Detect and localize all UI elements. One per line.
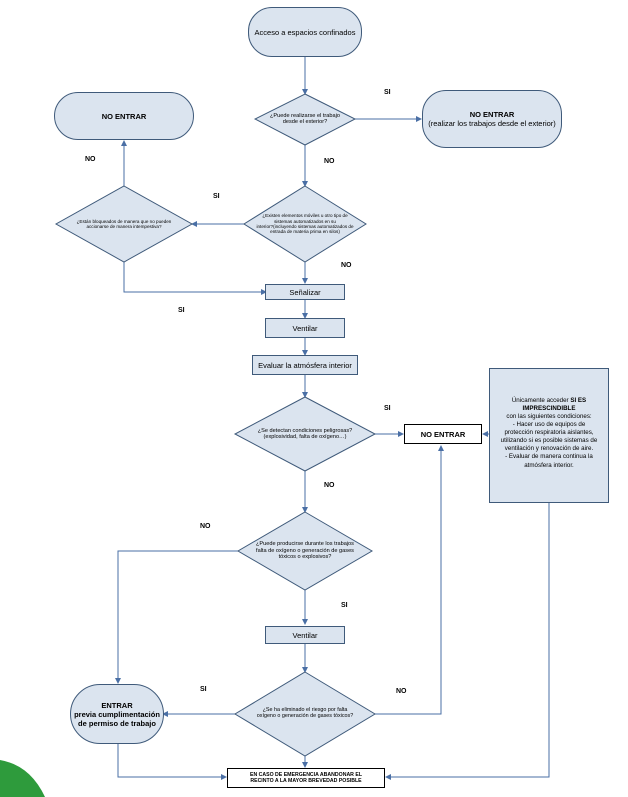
note-line-1: con las siguientes condiciones:	[506, 413, 592, 421]
entrar-line-2: previa cumplimentación	[74, 709, 160, 719]
edge-entrar-emergencia	[117, 744, 227, 780]
edge-label-si-4: SI	[384, 405, 391, 412]
decision-6-line-1: ¿Se ha eliminado el riesgo por falta	[262, 706, 348, 713]
entrar-line-3: de permiso de trabajo	[78, 718, 156, 728]
note-intro-bold: SI ES	[570, 397, 587, 404]
decision-5-line-2: falta de oxígeno o generación de gases	[256, 547, 354, 554]
edge-label-no-1: NO	[324, 158, 335, 165]
decision-6-line-2: oxígeno o generación de gases tóxicos?	[256, 713, 354, 719]
decision-diamond-2	[243, 185, 367, 263]
decision-1-text: ¿Puede realizarse el trabajo desde el ex…	[262, 108, 348, 130]
note-intro-bold-2: IMPRESCINDIBLE	[522, 405, 576, 413]
edge-label-no-3: NO	[341, 262, 352, 269]
senalizar-box: Señalizar	[265, 284, 345, 300]
decision-3-line-1: ¿Están bloqueados de manera que no puede…	[76, 218, 172, 224]
note-line-6: - Evaluar de manera continua la	[505, 453, 593, 461]
edge-label-no-5: NO	[200, 523, 211, 530]
decision-5-line-1: ¿Puede producirse durante los trabajos	[256, 541, 354, 548]
decision-diamond-4	[233, 396, 377, 472]
note-intro: Únicamente acceder SI ES	[512, 397, 586, 405]
start-terminator: Acceso a espacios confinados	[248, 7, 362, 57]
entrar-terminator: ENTRAR previa cumplimentación de permiso…	[70, 684, 164, 744]
edge-label-si-5: SI	[341, 602, 348, 609]
decision-5-text: ¿Puede producirse durante los trabajos f…	[248, 535, 362, 567]
corner-decoration	[0, 760, 45, 797]
decision-2-line-2: sistemas automatizados en su	[274, 218, 336, 224]
edge-label-si-6: SI	[200, 686, 207, 693]
evaluar-box: Evaluar la atmósfera interior	[252, 355, 358, 375]
note-line-4: utilizando si es posible sistemas de	[500, 437, 598, 445]
decision-diamond-5	[237, 511, 373, 591]
no-entrar-left-terminator: NO ENTRAR	[54, 92, 194, 140]
note-line-5: ventilación y renovación de aire.	[504, 445, 594, 453]
decision-2-text: ¿Existen elementos móviles u otro tipo d…	[249, 207, 361, 241]
decision-3-text: ¿Están bloqueados de manera que no puede…	[60, 213, 188, 235]
decision-1-line-1: ¿Puede realizarse el trabajo	[270, 112, 340, 119]
note-line-3: protección respiratoria aislantes,	[504, 429, 594, 437]
condiciones-note: Únicamente acceder SI ES IMPRESCINDIBLE …	[489, 368, 609, 503]
start-label: Acceso a espacios confinados	[254, 27, 356, 37]
decision-2-line-4: entrada de materia prima en silos)	[270, 229, 340, 235]
emergencia-line-1: EN CASO DE EMERGENCIA ABANDONAR EL	[249, 771, 363, 778]
no-entrar-mid-label: NO ENTRAR	[420, 429, 466, 439]
edge-d6-noentrar	[375, 445, 444, 715]
no-entrar-right-terminator: NO ENTRAR (realizar los trabajos desde e…	[422, 90, 562, 148]
edge-label-no-2: NO	[85, 156, 96, 163]
no-entrar-mid-box: NO ENTRAR	[404, 424, 482, 444]
edge-d5-entrar	[115, 550, 238, 684]
edge-note-emergencia	[385, 503, 550, 780]
ventilar-label-1: Ventilar	[292, 323, 318, 333]
emergencia-line-2: RECINTO A LA MAYOR BREVEDAD POSIBLE	[250, 778, 362, 784]
decision-diamond-3	[54, 185, 194, 263]
note-line-2: - Hacer uso de equipos de	[512, 421, 586, 429]
edge-label-si-2: SI	[213, 193, 220, 200]
entrar-line-1: ENTRAR	[101, 700, 133, 710]
ventilar-label-2: Ventilar	[292, 630, 318, 640]
edge-label-si-3: SI	[178, 307, 185, 314]
emergencia-box: EN CASO DE EMERGENCIA ABANDONAR EL RECIN…	[227, 768, 385, 788]
decision-4-line-2: (explosividad, falta de oxígeno…)	[263, 434, 347, 440]
edge-label-no-4: NO	[324, 482, 335, 489]
decision-4-text: ¿Se detectan condiciones peligrosas? (ex…	[240, 424, 370, 444]
note-line-7: atmósfera interior.	[524, 461, 574, 469]
decision-1-line-2: desde el exterior?	[282, 119, 328, 125]
ventilar-box-1: Ventilar	[265, 318, 345, 338]
decision-3-line-2: accionarse de manera intempestiva?	[86, 224, 162, 229]
decision-2-line-1: ¿Existen elementos móviles u otro tipo d…	[262, 213, 348, 219]
decision-2-line-3: interior?(incluyendo sistemas automatiza…	[256, 224, 354, 229]
evaluar-label: Evaluar la atmósfera interior	[258, 360, 352, 370]
decision-4-line-1: ¿Se detectan condiciones peligrosas?	[257, 427, 353, 434]
no-entrar-right-title: NO ENTRAR	[469, 110, 515, 119]
edge-d3-senalizar	[123, 262, 267, 295]
edge-label-si-1: SI	[384, 89, 391, 96]
decision-5-line-3: tóxicos o explosivos?	[278, 554, 332, 561]
no-entrar-right-subtitle: (realizar los trabajos desde el exterior…	[428, 119, 556, 128]
no-entrar-left-label: NO ENTRAR	[101, 111, 147, 121]
note-intro-text: Únicamente acceder	[511, 397, 571, 404]
edge-label-no-6: NO	[396, 688, 407, 695]
decision-diamond-6	[234, 671, 376, 757]
senalizar-label: Señalizar	[289, 287, 321, 297]
decision-diamond-1	[253, 93, 357, 146]
ventilar-box-2: Ventilar	[265, 626, 345, 644]
decision-6-text: ¿Se ha eliminado el riesgo por falta oxí…	[238, 702, 372, 724]
